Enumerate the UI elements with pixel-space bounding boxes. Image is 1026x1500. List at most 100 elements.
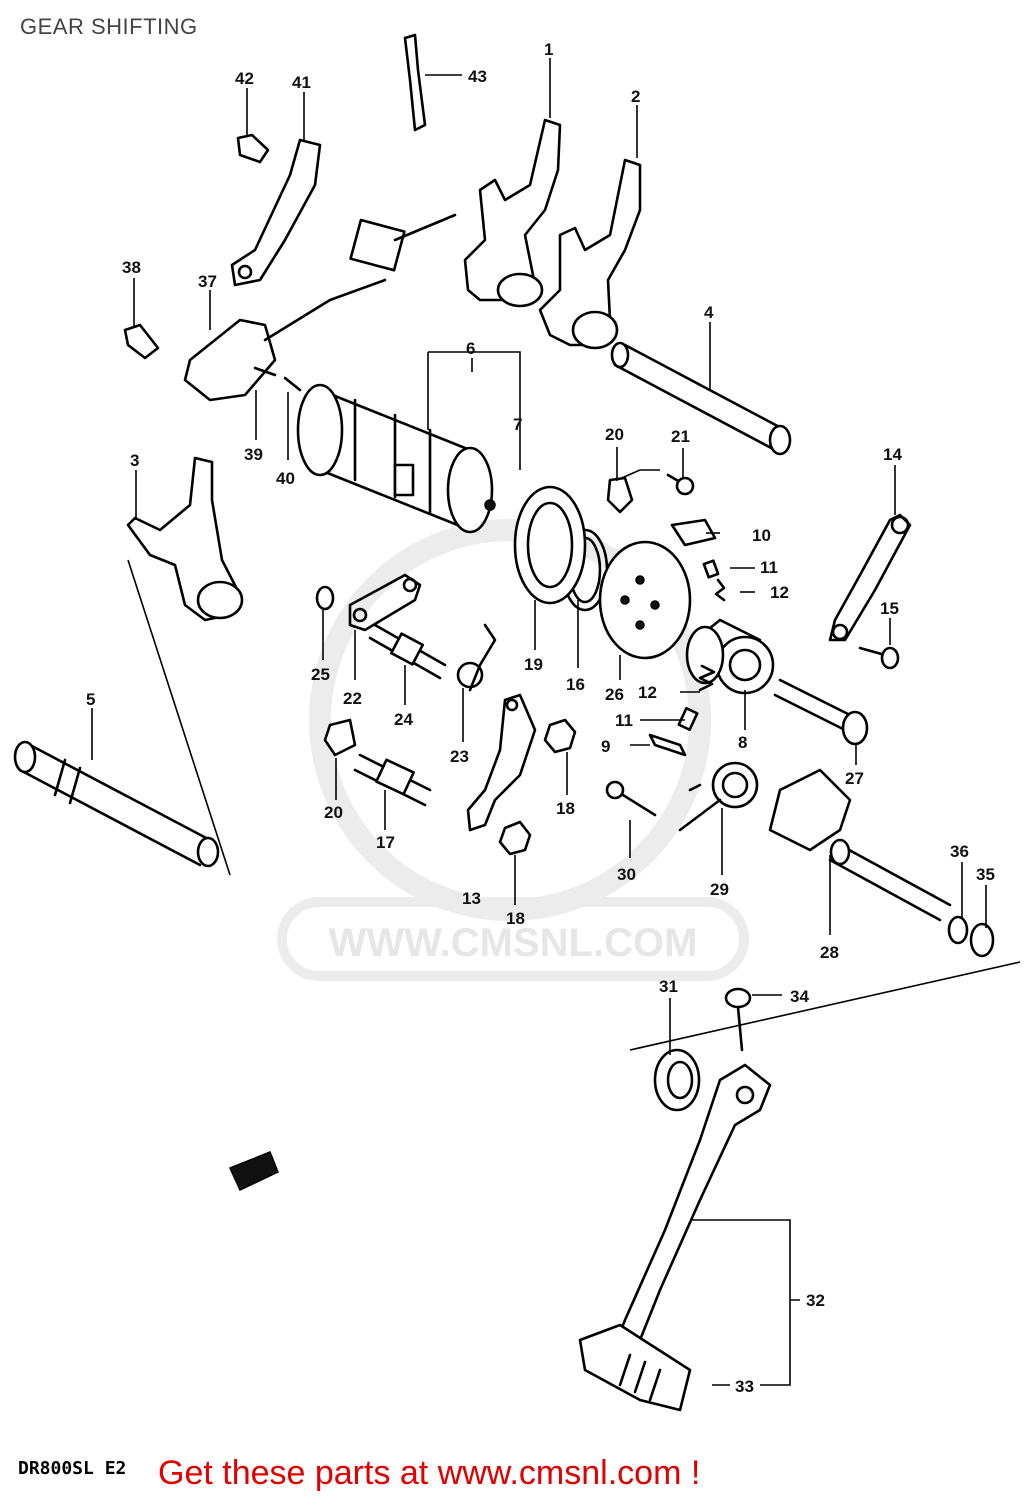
bracket-41[interactable] [230, 138, 322, 287]
fork-shaft-5[interactable] [13, 740, 220, 868]
label-37: 37 [198, 272, 217, 291]
label-33: 33 [735, 1377, 754, 1396]
label-25: 25 [311, 665, 330, 684]
label-42: 42 [235, 69, 254, 88]
retainer-20a[interactable] [606, 476, 634, 514]
washer-25[interactable] [315, 585, 335, 611]
shift-cam-8[interactable] [685, 618, 775, 695]
shift-fork-2[interactable] [538, 158, 642, 350]
washer-35[interactable] [969, 922, 995, 958]
label-18b: 18 [506, 909, 525, 928]
oil-seal-31[interactable] [653, 1048, 701, 1112]
bolt-15[interactable] [858, 646, 900, 670]
connector-part [228, 1151, 279, 1192]
watermark-text: WWW.CMSNL.COM [329, 921, 698, 965]
label-34: 34 [790, 987, 809, 1006]
pin-11a[interactable] [702, 559, 720, 579]
label-16: 16 [566, 675, 585, 694]
gear-position-switch-37[interactable] [183, 213, 457, 402]
nut-18a[interactable] [543, 718, 577, 754]
label-5: 5 [86, 690, 95, 709]
label-20a: 20 [605, 425, 624, 444]
label-38: 38 [122, 258, 141, 277]
shift-arm-14[interactable] [828, 513, 912, 642]
label-11b: 11 [615, 711, 633, 730]
label-3: 3 [130, 451, 139, 470]
pin-24[interactable] [368, 623, 447, 680]
stopper-13[interactable] [466, 693, 537, 832]
label-14: 14 [883, 445, 902, 464]
label-29: 29 [710, 880, 729, 899]
pin-11b[interactable] [677, 707, 699, 731]
gearshift-lever-32[interactable] [613, 1063, 772, 1347]
label-6: 6 [466, 339, 475, 358]
label-35: 35 [976, 865, 995, 884]
label-41: 41 [292, 73, 311, 92]
label-28: 28 [820, 943, 839, 962]
label-27: 27 [845, 769, 864, 788]
label-30: 30 [617, 865, 636, 884]
label-31: 31 [659, 977, 678, 996]
label-12b: 12 [638, 683, 657, 702]
gearshift-shaft-28[interactable] [768, 768, 952, 922]
label-15: 15 [880, 599, 899, 618]
watermark: WWW.CMSNL.COM [277, 519, 749, 981]
plate-22[interactable] [348, 573, 422, 632]
label-36: 36 [950, 842, 969, 861]
cap-10[interactable] [670, 518, 717, 547]
label-39: 39 [244, 445, 263, 464]
nut-18b[interactable] [498, 820, 532, 856]
bearing-19[interactable] [513, 485, 587, 605]
label-9: 9 [601, 737, 610, 756]
pin-39[interactable] [253, 366, 277, 377]
shift-drum-6[interactable] [296, 383, 496, 534]
shift-fork-3[interactable] [126, 456, 244, 622]
label-13: 13 [462, 889, 481, 908]
label-7: 7 [513, 415, 522, 434]
retainer-20b[interactable] [323, 718, 357, 757]
bolt-27[interactable] [773, 678, 869, 746]
part-labels: 1 2 3 4 5 6 7 8 9 10 11 11 12 12 13 14 1… [86, 40, 995, 1396]
screw-21[interactable] [666, 473, 695, 496]
spring-12b[interactable] [698, 664, 716, 692]
label-19: 19 [524, 655, 543, 674]
spring-23[interactable] [456, 623, 497, 692]
bolt-38[interactable] [123, 323, 160, 360]
return-spring-29[interactable] [678, 761, 759, 832]
label-1: 1 [544, 40, 553, 59]
label-26: 26 [605, 685, 624, 704]
spring-12a[interactable] [714, 578, 726, 602]
bolt-34[interactable] [724, 987, 752, 1052]
label-12a: 12 [770, 583, 789, 602]
label-21: 21 [671, 427, 690, 446]
label-20b: 20 [324, 803, 343, 822]
model-code: DR800SL E2 [18, 1458, 127, 1479]
label-2: 2 [631, 87, 640, 106]
fork-shaft-4[interactable] [610, 341, 792, 456]
get-parts-link[interactable]: Get these parts at www.cmsnl.com ! [158, 1454, 701, 1492]
label-22: 22 [343, 689, 362, 708]
circlip-36[interactable] [947, 915, 969, 945]
label-18a: 18 [556, 799, 575, 818]
bolt-30[interactable] [605, 780, 657, 817]
label-8: 8 [738, 733, 747, 752]
label-10: 10 [752, 526, 771, 545]
page-title: GEAR SHIFTING [20, 14, 198, 39]
shift-fork-1[interactable] [463, 118, 562, 308]
label-17: 17 [376, 833, 395, 852]
cam-plate-26[interactable] [598, 540, 692, 660]
screw-42[interactable] [236, 133, 270, 164]
clamp-43[interactable] [403, 33, 427, 132]
leader-lines [91, 58, 1021, 1386]
spring-40[interactable] [283, 376, 302, 392]
stud-17[interactable] [353, 753, 432, 807]
pin-9[interactable] [648, 733, 687, 757]
label-40: 40 [276, 469, 295, 488]
label-23: 23 [450, 747, 469, 766]
shift-rubber-33[interactable] [578, 1323, 692, 1412]
label-43: 43 [468, 67, 487, 86]
label-24: 24 [394, 710, 413, 729]
label-4: 4 [704, 303, 714, 322]
label-32: 32 [806, 1291, 825, 1310]
